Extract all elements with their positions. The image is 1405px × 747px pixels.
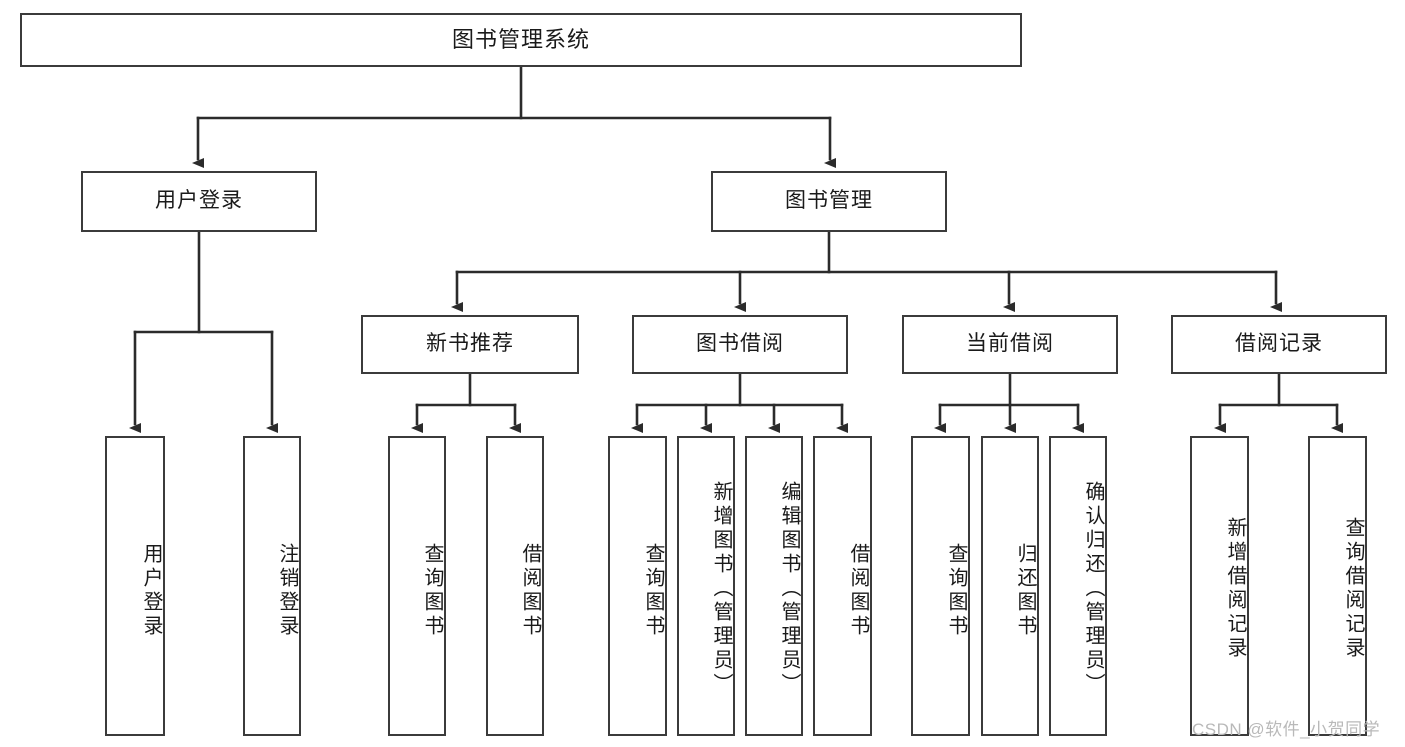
node-new-book-recommend[interactable]: 新书推荐 [361, 315, 579, 374]
leaf-user-login[interactable]: 用户登录 [105, 436, 165, 736]
leaf-logout[interactable]: 注销登录 [243, 436, 301, 736]
node-user-login[interactable]: 用户登录 [81, 171, 317, 232]
leaf-query-book-current[interactable]: 查询图书 [911, 436, 970, 736]
leaf-add-borrow-record[interactable]: 新增借阅记录 [1190, 436, 1249, 736]
leaf-query-borrow-record[interactable]: 查询借阅记录 [1308, 436, 1367, 736]
leaf-query-book-borrow[interactable]: 查询图书 [608, 436, 667, 736]
node-book-borrow[interactable]: 图书借阅 [632, 315, 848, 374]
leaf-add-book-admin[interactable]: 新增图书（管理员） [677, 436, 735, 736]
csdn-watermark: CSDN @软件_小贺同学 [1192, 720, 1381, 739]
node-current-borrow[interactable]: 当前借阅 [902, 315, 1118, 374]
node-borrow-records[interactable]: 借阅记录 [1171, 315, 1387, 374]
leaf-query-book-recommend[interactable]: 查询图书 [388, 436, 446, 736]
leaf-edit-book-admin[interactable]: 编辑图书（管理员） [745, 436, 803, 736]
leaf-return-book[interactable]: 归还图书 [981, 436, 1039, 736]
leaf-borrow-book-recommend[interactable]: 借阅图书 [486, 436, 544, 736]
leaf-borrow-book[interactable]: 借阅图书 [813, 436, 872, 736]
node-book-management[interactable]: 图书管理 [711, 171, 947, 232]
node-root-system[interactable]: 图书管理系统 [20, 13, 1022, 67]
leaf-confirm-return-admin[interactable]: 确认归还（管理员） [1049, 436, 1107, 736]
